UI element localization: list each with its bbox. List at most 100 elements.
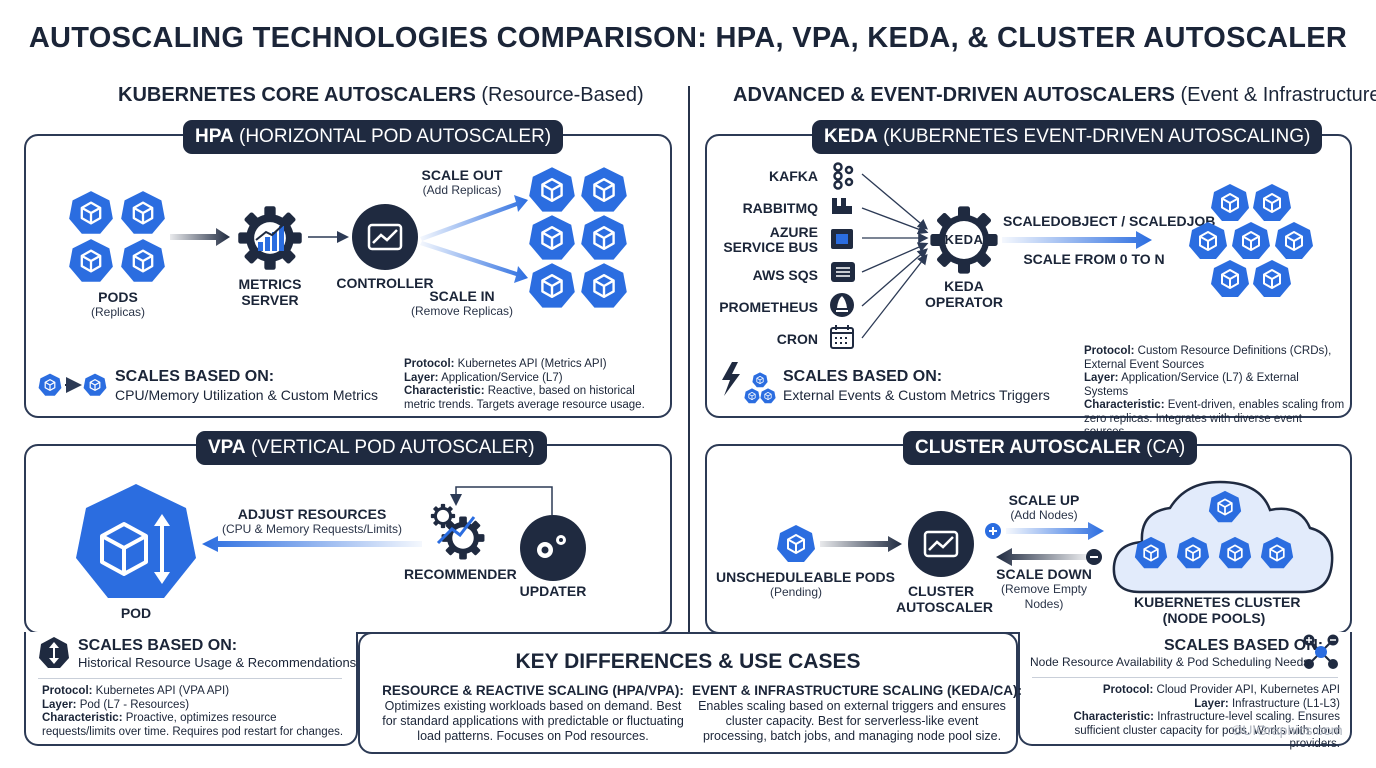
vpa-pod-label: POD xyxy=(120,605,152,621)
keda-operator-icon xyxy=(930,206,998,274)
keda-source-icons xyxy=(830,162,855,349)
hpa-scaled-pods xyxy=(528,166,628,309)
recommender-icon xyxy=(430,503,485,560)
pod-icon xyxy=(580,166,628,213)
pod-icon xyxy=(580,214,628,261)
vpa-sb-icon xyxy=(39,637,69,668)
vpa-sb-divider xyxy=(38,678,342,679)
scale-arrows xyxy=(420,195,528,283)
cron-icon xyxy=(830,325,854,349)
keda-info: Protocol: Custom Resource Definitions (C… xyxy=(1084,345,1345,438)
scale-up-sub: (Add Nodes) xyxy=(1010,508,1078,522)
vpa-bottom-box xyxy=(24,632,358,746)
keda-sb-icon xyxy=(722,362,776,404)
source-kafka: KAFKA xyxy=(769,168,818,184)
pod-icon xyxy=(528,214,576,261)
key-right-heading: EVENT & INFRASTRUCTURE SCALING (KEDA/CA)… xyxy=(692,683,1022,698)
source-prometheus: PROMETHEUS xyxy=(719,299,818,315)
scale-out-sub: (Add Replicas) xyxy=(422,183,502,197)
updater-label: UPDATER xyxy=(519,583,587,599)
pod-icon xyxy=(580,262,628,309)
keda-arrow xyxy=(1002,231,1152,249)
hpa-arrow-2 xyxy=(308,231,349,243)
pod-icon xyxy=(1231,221,1271,260)
key-right-text: Enables scaling based on external trigge… xyxy=(698,699,1006,743)
k8s-cluster-label: KUBERNETES CLUSTER(NODE POOLS) xyxy=(1134,594,1301,626)
rabbitmq-icon xyxy=(832,198,852,214)
scale-down-label: SCALE DOWN xyxy=(996,566,1092,582)
scale-out-label: SCALE OUT xyxy=(421,167,503,183)
vpa-arrow xyxy=(202,536,422,552)
scale-in-label: SCALE IN xyxy=(429,288,495,304)
hpa-pods-sub: (Replicas) xyxy=(90,305,145,319)
aws-sqs-icon xyxy=(831,262,855,282)
ca-sb-title: SCALES BASED ON: xyxy=(1164,637,1324,654)
ca-arrow-1 xyxy=(820,536,902,552)
cluster-autoscaler-icon xyxy=(908,511,974,577)
right-section-title: ADVANCED & EVENT-DRIVEN AUTOSCALERS (Eve… xyxy=(733,84,1376,106)
watermark: ©UIGraphics.com xyxy=(1232,722,1343,738)
hpa-pill: HPA (HORIZONTAL POD AUTOSCALER) xyxy=(183,120,564,154)
vpa-sb-text: Historical Resource Usage & Recommendati… xyxy=(78,655,357,670)
unscheduleable-pods-sub: (Pending) xyxy=(769,585,823,599)
source-rabbitmq: RABBITMQ xyxy=(742,200,818,216)
section-divider xyxy=(688,86,690,636)
vpa-sb-title: SCALES BASED ON: xyxy=(78,637,238,654)
scale-up-label: SCALE UP xyxy=(1008,492,1080,508)
adjust-resources-label: ADJUST RESOURCES xyxy=(237,506,387,522)
pod-icon xyxy=(528,166,576,213)
key-differences-title: KEY DIFFERENCES & USE CASES xyxy=(515,650,861,673)
hpa-pods-label: PODS xyxy=(98,289,138,305)
updater-icon xyxy=(520,515,586,581)
key-differences-panel xyxy=(358,632,1018,754)
hpa-sb-title: SCALES BASED ON: xyxy=(115,368,275,385)
pod-icon xyxy=(68,238,114,283)
azure-service-bus-icon xyxy=(831,229,853,249)
pod-icon xyxy=(68,190,114,235)
ca-sb-text: Node Resource Availability & Pod Schedul… xyxy=(1030,655,1310,669)
keda-logo-text: KEDA xyxy=(944,232,984,247)
vpa-info: Protocol: Kubernetes API (VPA API) Layer… xyxy=(42,685,344,738)
adjust-resources-sub: (CPU & Memory Requests/Limits) xyxy=(221,522,403,536)
pod-icon xyxy=(1274,221,1314,260)
key-left-heading: RESOURCE & REACTIVE SCALING (HPA/VPA): xyxy=(382,683,684,698)
ca-sb-divider xyxy=(1032,677,1338,678)
left-section-title: KUBERNETES CORE AUTOSCALERS (Resource-Ba… xyxy=(118,84,644,106)
hpa-sb-text: CPU/Memory Utilization & Custom Metrics xyxy=(115,387,378,403)
vpa-loop-arrow xyxy=(450,486,553,515)
keda-sb-text: External Events & Custom Metrics Trigger… xyxy=(783,387,1050,403)
recommender-label: RECOMMENDER xyxy=(404,566,517,582)
pod-icon xyxy=(1252,259,1292,298)
pod-icon xyxy=(1252,183,1292,222)
metrics-server-icon xyxy=(238,206,302,270)
pod-icon xyxy=(528,262,576,309)
unscheduleable-pods-label: UNSCHEDULEABLE PODS xyxy=(716,569,895,585)
kubernetes-cluster-cloud xyxy=(1112,480,1334,594)
vpa-pod-icon xyxy=(76,484,196,598)
pod-icon xyxy=(1210,259,1250,298)
controller-icon xyxy=(352,204,418,270)
controller-label: CONTROLLER xyxy=(336,275,434,291)
keda-pill: KEDA (KUBERNETES EVENT-DRIVEN AUTOSCALIN… xyxy=(812,120,1323,154)
page-title: AUTOSCALING TECHNOLOGIES COMPARISON: HPA… xyxy=(28,22,1348,54)
hpa-info: Protocol: Kubernetes API (Metrics API) L… xyxy=(404,358,645,411)
ca-bottom-box xyxy=(1018,632,1352,746)
scale-up-arrow xyxy=(985,522,1104,540)
prometheus-icon xyxy=(830,293,854,317)
ca-sb-icon xyxy=(1303,634,1339,669)
scale-down-arrow xyxy=(996,548,1102,566)
keda-source-arrows xyxy=(861,173,929,339)
kafka-icon xyxy=(833,162,854,190)
unscheduleable-pod-icon xyxy=(776,524,816,563)
ca-info: Protocol: Cloud Provider API, Kubernetes… xyxy=(1073,684,1340,750)
hpa-pods-group xyxy=(68,190,166,283)
hpa-sb-icon xyxy=(38,373,107,397)
pod-icon xyxy=(1188,221,1228,260)
pod-icon xyxy=(1210,183,1250,222)
vpa-pill: VPA (VERTICAL POD AUTOSCALER) xyxy=(196,431,547,465)
scale-from-label: SCALE FROM 0 TO N xyxy=(1023,251,1165,267)
